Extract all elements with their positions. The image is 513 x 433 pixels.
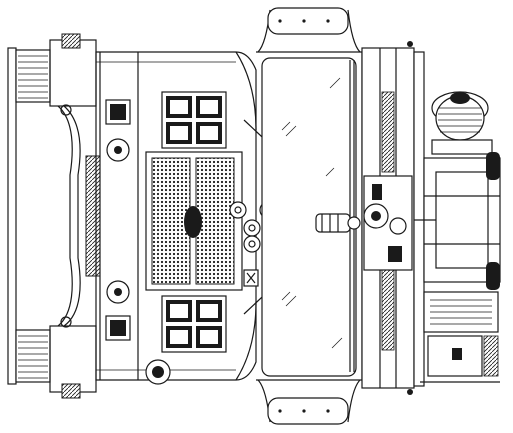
headlights-upper <box>161 91 227 149</box>
headlights-lower <box>161 295 227 353</box>
front-bumper <box>7 33 97 399</box>
steering-column <box>315 213 361 233</box>
rear-frame <box>414 152 501 290</box>
roof-marker-pods <box>267 7 349 425</box>
radiator-grille <box>145 151 259 291</box>
front-axle <box>57 104 101 328</box>
cable-reel <box>431 91 493 155</box>
rear-equipment <box>420 291 500 383</box>
rear-chassis <box>361 41 425 395</box>
hood <box>95 51 257 385</box>
